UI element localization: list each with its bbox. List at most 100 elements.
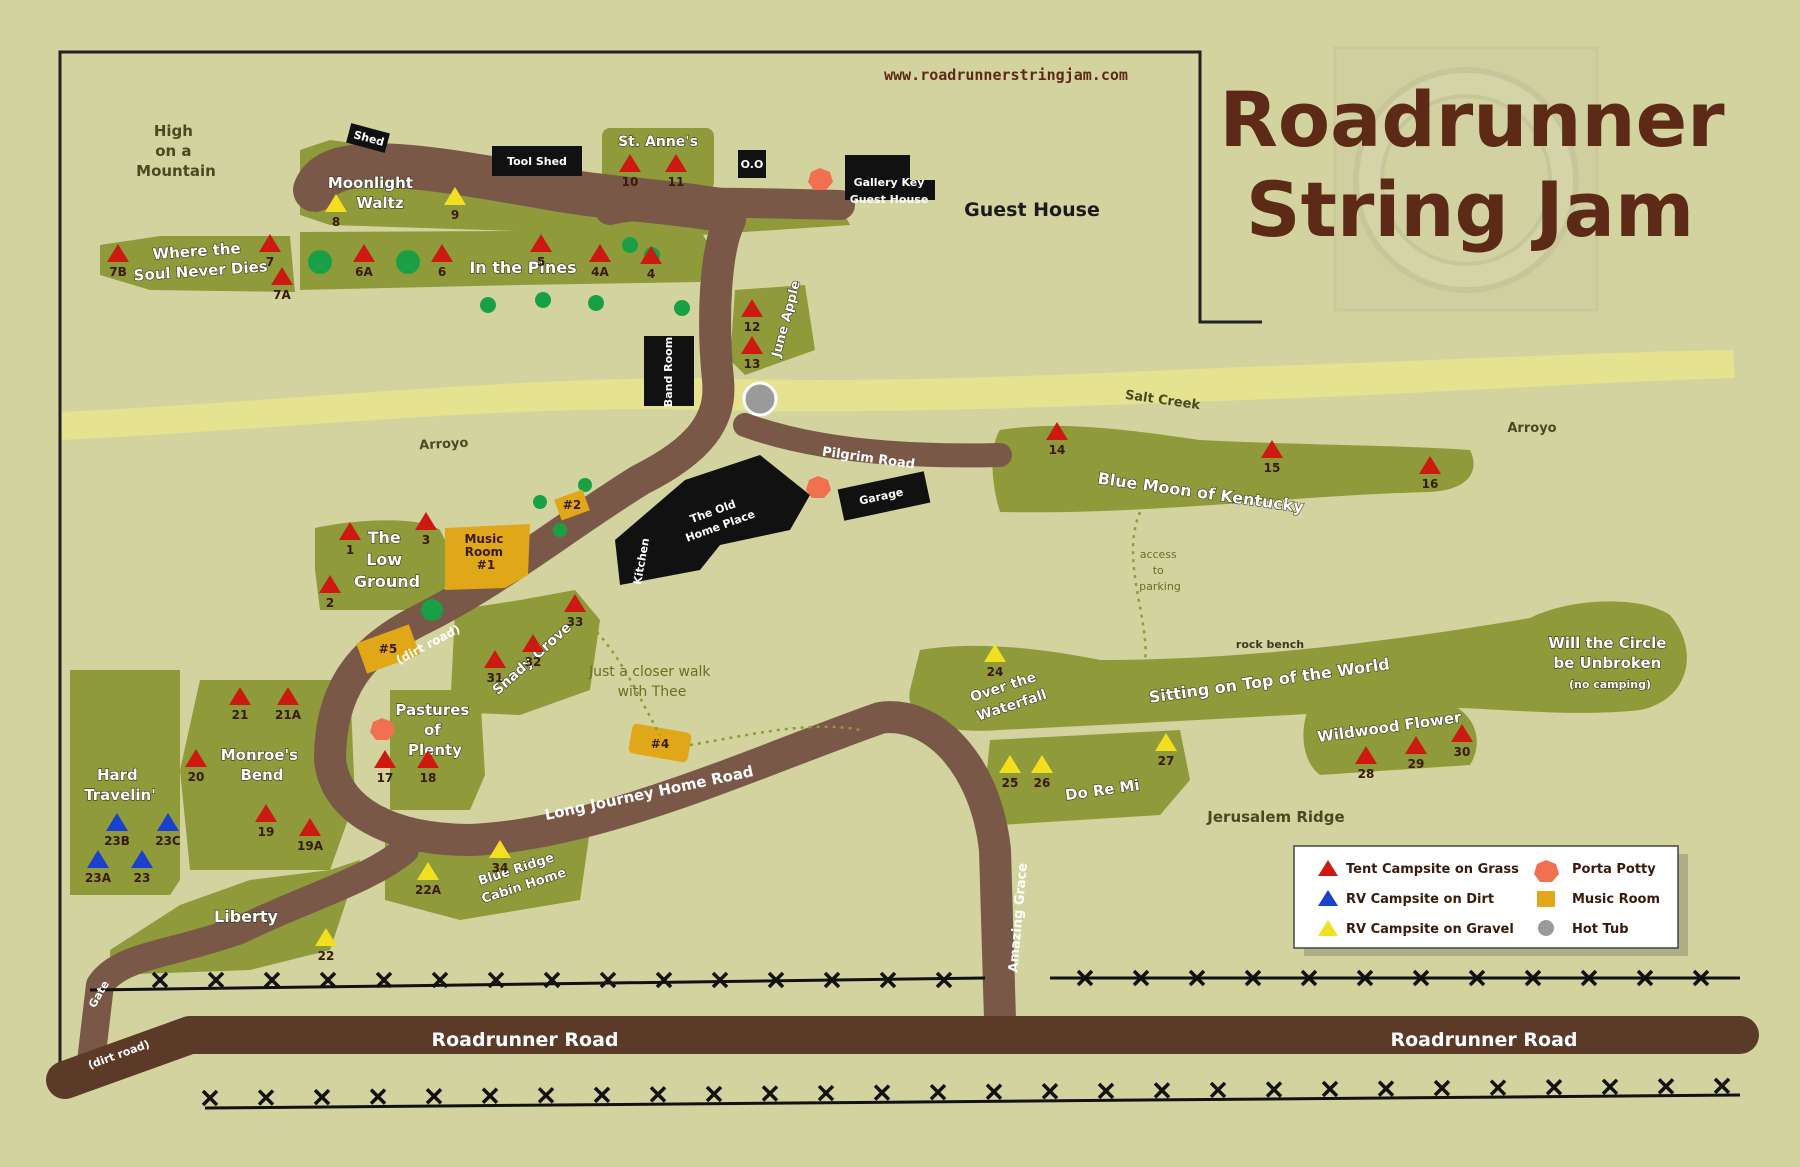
campsite-33-marker[interactable] [564, 594, 586, 612]
campsite-28-marker[interactable] [1355, 746, 1377, 764]
campsite-7-marker[interactable] [259, 234, 281, 252]
guest-house-small-label: Guest House [850, 193, 929, 206]
old-home-place-building [615, 455, 810, 585]
campsite-26-marker[interactable] [1031, 755, 1053, 773]
closer-walk-path [579, 614, 662, 736]
website-url[interactable]: www.roadrunnerstringjam.com [884, 66, 1128, 84]
music-room-1-label: Music Room #1 [464, 532, 507, 572]
fence-post [1265, 1081, 1283, 1098]
campsite-22-marker[interactable] [315, 928, 337, 946]
wildwood-flower-area [1303, 700, 1477, 775]
porta-potty-icon [808, 168, 833, 190]
campsite-5-label: 5 [537, 255, 545, 269]
campsite-23-marker[interactable] [131, 850, 153, 868]
access-parking-label: access to parking [1139, 548, 1181, 593]
campsite-13-marker[interactable] [741, 336, 763, 354]
campsite-3-marker[interactable] [415, 512, 437, 530]
map-legend: Tent Campsite on Grass RV Campsite on Di… [1293, 845, 1688, 956]
fence-post [767, 971, 785, 989]
campsite-1-marker[interactable] [339, 522, 361, 540]
legend-music-icon [1537, 891, 1555, 907]
fence-posts [151, 969, 1731, 1107]
campsite-20-label: 20 [188, 770, 205, 784]
small-building-label: O.O [741, 158, 764, 171]
fence-post [257, 1089, 275, 1106]
campsite-9-marker[interactable] [444, 187, 466, 205]
fence-post [1713, 1077, 1731, 1095]
roadrunner-road-label-right: Roadrunner Road [1390, 1029, 1577, 1051]
arroyo-left-label: Arroyo [419, 436, 469, 454]
campsite-21-marker[interactable] [229, 687, 251, 705]
campsite-4-marker[interactable] [640, 246, 662, 264]
shady-grove-area [450, 590, 600, 715]
campsite-14-marker[interactable] [1046, 422, 1068, 440]
campsite-17-marker[interactable] [374, 750, 396, 768]
fence-post [1545, 1079, 1563, 1096]
campsite-16-marker[interactable] [1419, 456, 1441, 474]
campsite-6-marker[interactable] [431, 244, 453, 262]
low-ground-label: The Low Ground [354, 528, 420, 591]
fence-post [655, 971, 673, 989]
campsite-7A-marker[interactable] [271, 267, 293, 285]
fence-post [1636, 969, 1654, 987]
campsite-21A-marker[interactable] [277, 687, 299, 705]
campsite-23A-marker[interactable] [87, 850, 109, 868]
fence-post [1097, 1082, 1115, 1100]
jerusalem-ridge-label: Jerusalem Ridge [1206, 808, 1344, 826]
campsite-22A-marker[interactable] [417, 862, 439, 880]
campsite-32-marker[interactable] [522, 634, 544, 652]
campsite-2-marker[interactable] [319, 575, 341, 593]
campsite-6A-marker[interactable] [353, 244, 375, 262]
campsite-21A-label: 21A [275, 708, 302, 722]
fence-post [817, 1084, 835, 1102]
map-title-line2: String Jam [1246, 165, 1694, 254]
campsite-6A-label: 6A [355, 265, 373, 279]
campsite-23C-marker[interactable] [157, 813, 179, 831]
campsite-8-marker[interactable] [325, 194, 347, 212]
campsite-29-label: 29 [1408, 757, 1425, 771]
legend-porta-icon [1534, 860, 1559, 882]
campsite-24-marker[interactable] [984, 644, 1006, 662]
campsite-18-marker[interactable] [417, 750, 439, 768]
campsite-34-marker[interactable] [489, 840, 511, 858]
fence-post [929, 1083, 947, 1101]
fence-post [1076, 969, 1094, 987]
moonlight-waltz-label: Moonlight Waltz [328, 174, 418, 212]
campsite-4A-marker[interactable] [589, 244, 611, 262]
fence-post [207, 971, 225, 989]
campsite-19A-marker[interactable] [299, 818, 321, 836]
fence-post [593, 1086, 611, 1104]
tool-shed-label: Tool Shed [507, 155, 567, 168]
st-annes-area [602, 128, 714, 190]
fence-post [649, 1086, 667, 1103]
campsite-19-marker[interactable] [255, 804, 277, 822]
campsite-25-label: 25 [1002, 776, 1019, 790]
campsite-30-label: 30 [1454, 745, 1471, 759]
campsite-20-marker[interactable] [185, 749, 207, 767]
music-room-2-label: #2 [563, 498, 581, 512]
campsite-12-marker[interactable] [741, 299, 763, 317]
campsite-26-label: 26 [1034, 776, 1051, 790]
campsite-31-marker[interactable] [484, 650, 506, 668]
campsite-17-label: 17 [377, 771, 394, 785]
campsite-4A-label: 4A [591, 265, 609, 279]
campsite-7B-marker[interactable] [107, 244, 129, 262]
fence-post [1524, 969, 1542, 987]
campsite-29-marker[interactable] [1405, 736, 1427, 754]
campsite-12-label: 12 [744, 320, 761, 334]
low-ground-area [315, 520, 455, 610]
fence-lower [204, 1093, 1741, 1110]
campsite-30-marker[interactable] [1451, 724, 1473, 742]
campsite-10-marker[interactable] [619, 154, 641, 172]
campsite-16-label: 16 [1422, 477, 1439, 491]
campsite-15-marker[interactable] [1261, 440, 1283, 458]
campsite-11-marker[interactable] [665, 154, 687, 172]
legend-hottub-label: Hot Tub [1572, 922, 1629, 937]
campsite-27-marker[interactable] [1155, 733, 1177, 751]
gallery-key-label: Gallery Key [854, 176, 925, 189]
fence-post [1209, 1081, 1227, 1099]
guest-house-annex [905, 180, 935, 200]
campsite-25-marker[interactable] [999, 755, 1021, 773]
campsite-23B-marker[interactable] [106, 813, 128, 831]
campsite-5-marker[interactable] [530, 234, 552, 252]
